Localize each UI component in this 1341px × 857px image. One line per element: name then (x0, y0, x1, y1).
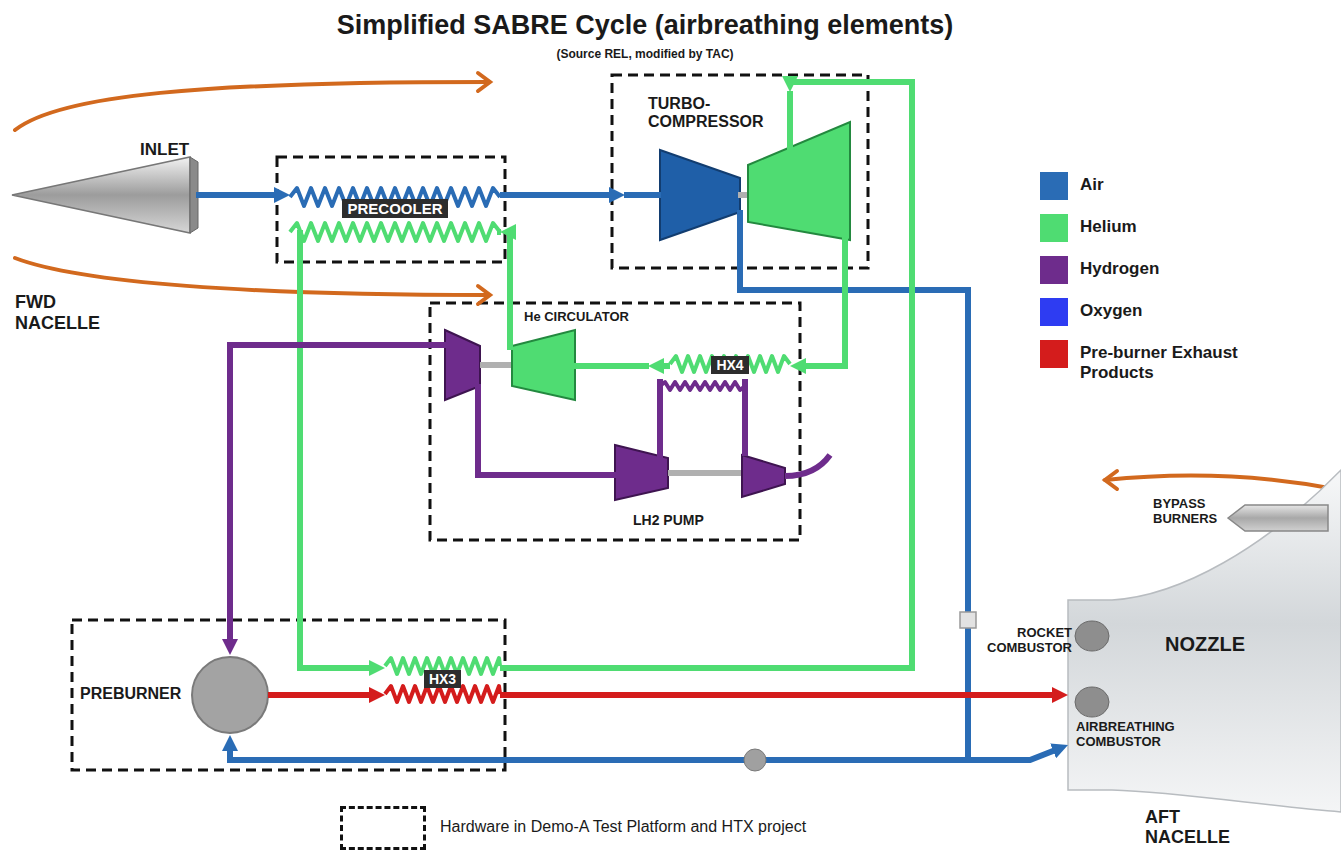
nacelle-line (15, 82, 488, 130)
flow-line (205, 192, 282, 198)
component-label: HX3 (424, 670, 461, 688)
hydrogen-turbine (445, 330, 480, 400)
component-label: HX4 (711, 356, 748, 374)
drawing-part (787, 91, 793, 150)
inlet-cone (12, 157, 190, 233)
hardware-box (430, 303, 800, 540)
combustor-label: ROCKET COMBUSTOR (975, 626, 1072, 656)
preburner-vessel (192, 657, 268, 733)
flow-line (508, 232, 510, 308)
bypass-burner-shape (1228, 505, 1328, 531)
precooler: PRECOOLER (290, 185, 500, 245)
hydrogen-inlet (785, 455, 830, 476)
drawing-part (657, 419, 663, 458)
legend-text: Oxygen (1080, 301, 1280, 321)
drawing-part (604, 472, 616, 478)
drawing-part (439, 342, 446, 348)
rocket-combustor (1075, 621, 1109, 651)
legend-swatch (1040, 340, 1068, 368)
flow-line (742, 380, 748, 420)
preburner: PREBURNER (76, 655, 268, 735)
legend-text: Air (1080, 175, 1280, 195)
nacelle-label: AFT NACELLE (1145, 808, 1230, 848)
nacelle-chevron (478, 73, 490, 91)
air-compressor (660, 150, 740, 240)
drawing-part (475, 384, 481, 403)
legend-text: Pre-burner Exhaust Products (1080, 343, 1280, 382)
valve-symbol (960, 612, 976, 628)
component-label: He CIRCULATOR (524, 310, 629, 325)
drawing-part (742, 419, 748, 456)
turbo-compressor: TURBO- COMPRESSOR (625, 92, 860, 255)
component-label: BYPASS BURNERS (1153, 497, 1217, 527)
combustor-label: AIRBREATHING COMBUSTOR (1076, 720, 1175, 750)
drawing-part (624, 192, 661, 198)
flow-line (230, 255, 968, 760)
legend-swatch (1040, 298, 1068, 326)
valve-symbol (744, 749, 766, 771)
flow-line (300, 245, 377, 668)
flow-line (500, 82, 912, 668)
nozzle: NOZZLE (1068, 600, 1341, 795)
flow-line (798, 255, 845, 366)
coil (290, 223, 500, 241)
hydrogen-pump: LH2 PUMP (605, 420, 805, 535)
shaft (480, 362, 512, 368)
nacelle-line (1105, 475, 1341, 490)
drawing-part (507, 307, 513, 350)
flow-line (268, 692, 377, 698)
diagram-title: Simplified SABRE Cycle (airbreathing ele… (0, 10, 1290, 41)
drawing-part (842, 236, 848, 256)
heat-exchanger-coils (290, 188, 790, 702)
coil (385, 686, 500, 702)
legend-sample (340, 806, 426, 850)
legend-text: Hydrogen (1080, 259, 1280, 279)
flow-line (500, 192, 617, 198)
component-label: PRECOOLER (342, 199, 447, 218)
legend-swatch (1040, 214, 1068, 242)
component-label: PREBURNER (80, 685, 181, 703)
helium-circulator: He CIRCULATOR (440, 308, 648, 402)
component-label: INLET (140, 140, 189, 160)
flow-line (656, 363, 670, 369)
helium-compressor (512, 330, 575, 400)
legend-text: Hardware in Demo-A Test Platform and HTX… (440, 818, 806, 836)
hardware-box (612, 75, 868, 268)
flow-line (657, 380, 663, 420)
shaft (668, 470, 742, 476)
nacelle-label: FWD NACELLE (15, 292, 100, 333)
drawing-part (737, 210, 743, 256)
hardware-box (72, 620, 505, 770)
nacelle-chevron (478, 286, 490, 304)
rocket-combustor (1075, 687, 1109, 717)
coil (660, 382, 745, 390)
flow-line (500, 692, 1060, 698)
component-label: LH2 PUMP (633, 512, 704, 528)
legend-swatch (1040, 172, 1068, 200)
drawing-part (196, 192, 206, 198)
pump-stage (742, 455, 785, 497)
heat-exchanger: HX4 (670, 352, 790, 380)
nacelle-line (15, 258, 488, 295)
source-note: (Source REL, modified by TAC) (0, 48, 1290, 62)
internal-flows (196, 91, 845, 475)
flow-line (230, 345, 440, 647)
drawing-part (574, 363, 649, 369)
nacelle-chevron (1105, 471, 1117, 489)
heat-exchanger: HX3 (385, 655, 500, 705)
legend-swatch (1040, 256, 1068, 284)
legend-text: Helium (1080, 217, 1280, 237)
bypass-burner: BYPASS BURNERS (1150, 497, 1335, 537)
inlet: INLET (10, 140, 205, 240)
component-label: NOZZLE (1165, 633, 1245, 656)
helium-turbine (748, 122, 850, 240)
flow-line (478, 402, 605, 475)
hardware-box (277, 157, 505, 262)
nozzle-shape (1068, 470, 1341, 812)
component-label: TURBO- COMPRESSOR (648, 95, 764, 132)
flow-line (740, 255, 1061, 760)
